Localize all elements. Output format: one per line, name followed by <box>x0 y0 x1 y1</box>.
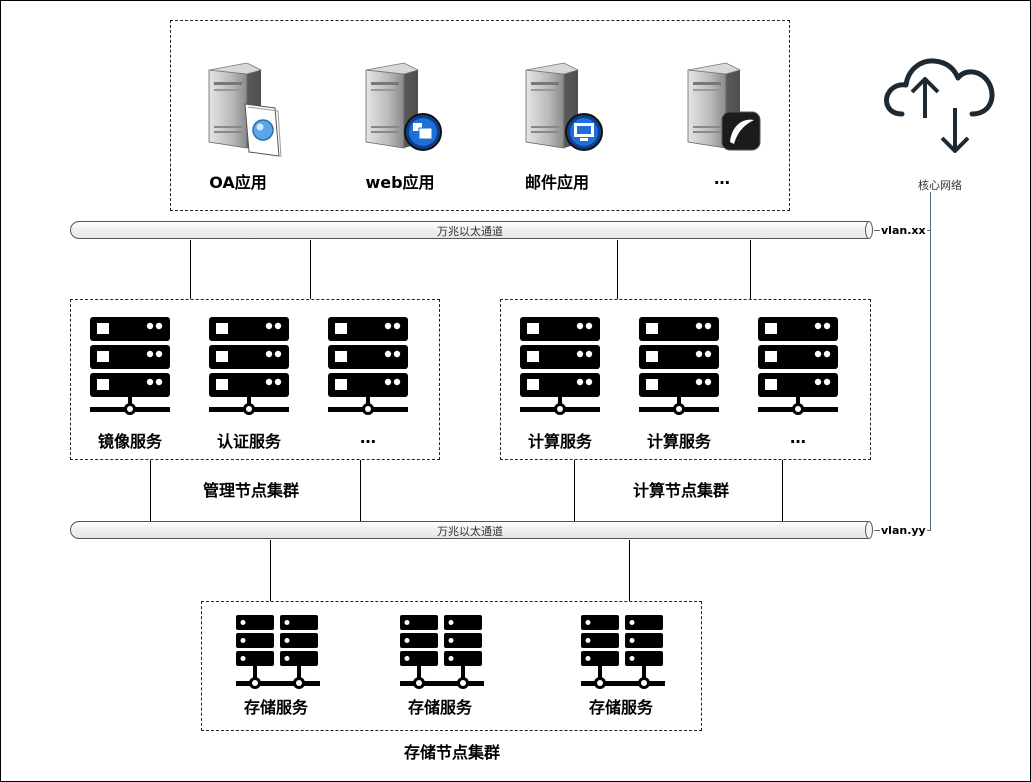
bus-bottom-cap <box>865 521 873 539</box>
connector <box>310 240 311 299</box>
server-app-icon <box>687 62 761 151</box>
storage-server-icon <box>236 615 320 691</box>
management-server-label: 镜像服务 <box>97 432 162 451</box>
management-server-label: … <box>360 428 376 447</box>
storage-server-icon <box>400 615 484 691</box>
core-network-link <box>930 192 931 531</box>
storage-cluster-title: 存储节点集群 <box>403 743 500 762</box>
server-rack-icon <box>209 317 289 415</box>
management-cluster-title: 管理节点集群 <box>202 481 299 500</box>
compute-cluster <box>500 299 871 460</box>
app-label-web: web应用 <box>365 173 435 192</box>
vlan-bottom-label: vlan.yy <box>880 524 927 537</box>
ethernet-bus-bottom: 万兆以太通道 <box>70 521 873 539</box>
ethernet-bus-top: 万兆以太通道 <box>70 221 873 239</box>
connector <box>190 240 191 299</box>
server-rack-icon <box>758 317 838 415</box>
connector <box>574 460 575 521</box>
storage-server-label: 存储服务 <box>588 698 653 717</box>
server-rack-icon <box>520 317 600 415</box>
app-label-oa: OA应用 <box>209 173 267 192</box>
server-rack-icon <box>90 317 170 415</box>
compute-server-label: … <box>790 428 806 447</box>
compute-cluster-title: 计算节点集群 <box>632 481 729 500</box>
storage-server-label: 存储服务 <box>243 698 308 717</box>
bus-bottom-label: 万兆以太通道 <box>437 525 503 538</box>
app-server-group <box>170 20 790 211</box>
core-network-label: 核心网络 <box>918 179 962 192</box>
bus-top-label: 万兆以太通道 <box>437 225 503 238</box>
cloud-upload-download-icon <box>884 58 995 153</box>
server-document-icon <box>208 62 282 158</box>
connector <box>617 240 618 299</box>
connector <box>750 240 751 299</box>
storage-server-icon <box>581 615 665 691</box>
storage-server-label: 存储服务 <box>407 698 472 717</box>
connector <box>150 460 151 521</box>
bus-top-cap <box>865 221 873 239</box>
compute-server-label: 计算服务 <box>527 432 592 451</box>
server-windows-icon <box>365 62 442 151</box>
connector <box>270 540 271 601</box>
server-monitor-icon <box>525 62 603 151</box>
management-cluster <box>70 299 440 460</box>
app-label-mail: 邮件应用 <box>524 173 589 192</box>
server-rack-icon <box>639 317 719 415</box>
app-label-more: … <box>714 169 730 188</box>
connector <box>782 460 783 521</box>
server-rack-icon <box>328 317 408 415</box>
vlan-top-label: vlan.xx <box>880 224 927 237</box>
storage-cluster <box>201 601 702 731</box>
connector <box>360 460 361 521</box>
management-server-label: 认证服务 <box>216 432 281 451</box>
connector <box>629 540 630 601</box>
compute-server-label: 计算服务 <box>646 432 711 451</box>
